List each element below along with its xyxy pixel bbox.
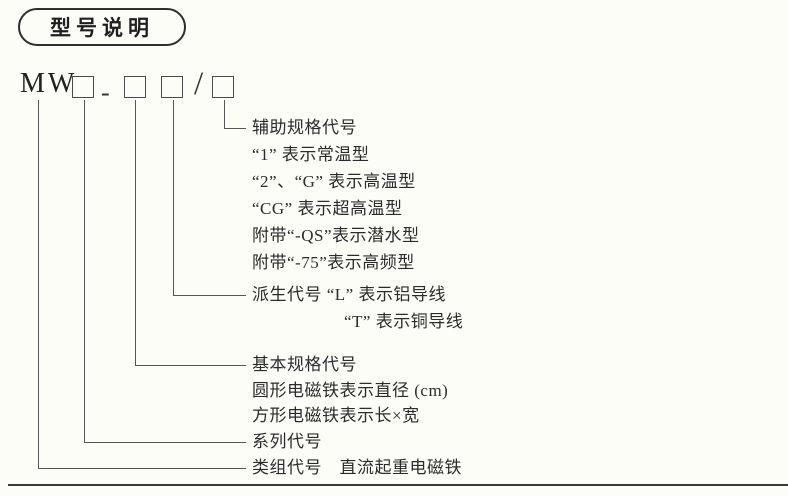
model-code-box-3	[161, 76, 183, 98]
derived-code-line-1: 派生代号 “L” 表示铝导线	[252, 284, 446, 304]
section-title: 型号说明	[50, 17, 154, 40]
class-group-code-label: 类组代号 直流起重电磁铁	[252, 457, 462, 477]
aux-spec-item-1: “1” 表示常温型	[252, 144, 370, 164]
aux-spec-item-5: 附带“-75”表示高频型	[252, 252, 415, 272]
connector-auxiliary-spec	[224, 100, 246, 129]
basic-spec-item-2: 方形电磁铁表示长×宽	[252, 405, 420, 425]
aux-spec-item-4: 附带“-QS”表示潜水型	[252, 225, 420, 245]
derived-code-line-2: “T” 表示铜导线	[344, 311, 464, 331]
model-code-box-1	[72, 76, 94, 98]
model-code-box-4	[212, 76, 234, 98]
basic-spec-label: 基本规格代号	[252, 354, 357, 374]
aux-spec-item-3: “CG” 表示超高温型	[252, 198, 403, 218]
aux-spec-label: 辅助规格代号	[252, 117, 357, 137]
slash-separator: /	[194, 66, 204, 102]
bottom-rule	[8, 484, 788, 486]
series-code-label: 系列代号	[252, 431, 322, 451]
basic-spec-item-1: 圆形电磁铁表示直径 (cm)	[252, 380, 449, 400]
dash-separator: -	[101, 78, 110, 107]
section-title-box: 型号说明	[18, 8, 186, 46]
model-code-box-2	[124, 76, 146, 98]
aux-spec-item-2: “2”、“G” 表示高温型	[252, 171, 416, 191]
connector-series-code	[84, 100, 246, 443]
connector-derived-code	[173, 100, 246, 296]
model-prefix: MW	[20, 68, 78, 99]
connector-basic-spec	[135, 100, 246, 366]
connector-class-group-code	[38, 100, 246, 469]
